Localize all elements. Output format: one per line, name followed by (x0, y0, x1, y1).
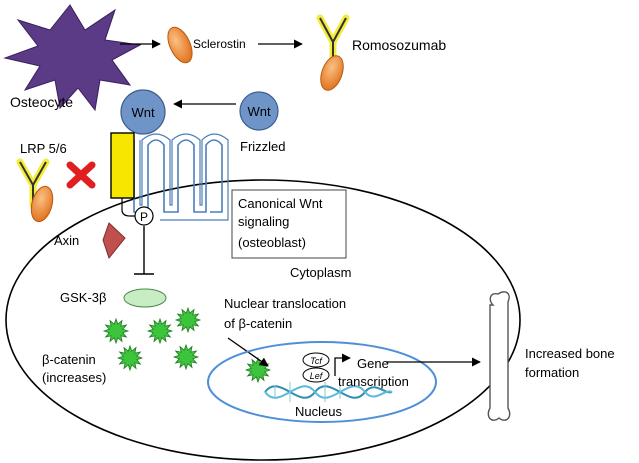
frizzled-receptor-outline (139, 133, 229, 221)
romosozumab-label: Romosozumab (352, 37, 446, 53)
tcf-label: Tcf (310, 356, 323, 366)
beta-catenin-icon (102, 317, 130, 345)
bone-line-2: formation (525, 365, 579, 380)
lef-label: Lef (310, 371, 324, 381)
dna-icon (264, 382, 393, 402)
canonical-line-3: (osteoblast) (238, 235, 306, 250)
cytoplasm-label: Cytoplasm (290, 265, 351, 280)
canonical-line-1: Canonical Wnt (238, 196, 323, 211)
beta-catenin-icon (174, 306, 202, 334)
osteocyte-label: Osteocyte (10, 94, 73, 110)
nucleus-label: Nucleus (295, 404, 342, 419)
phospho-label: P (140, 210, 148, 224)
translocation-line-1: Nuclear translocation (224, 296, 346, 311)
wnt-left-icon (120, 89, 166, 135)
gsk-icon (123, 288, 167, 308)
axin-icon (102, 222, 126, 260)
frizzled-receptor-icon (133, 139, 223, 213)
beta-catenin-line-1: β-catenin (42, 352, 96, 367)
lrp-receptor-bar (110, 132, 135, 199)
gene-line-2: transcription (338, 374, 409, 389)
wnt-right-label: Wnt (247, 104, 271, 119)
block-x-icon (66, 161, 96, 189)
gene-line-1: Gene (357, 356, 389, 371)
axin-label: Axin (54, 233, 79, 248)
frizzled-label: Frizzled (240, 139, 286, 154)
osteocyte-icon (3, 4, 142, 112)
lrp-blocking-antibody-icon (16, 158, 54, 223)
beta-catenin-icon (172, 343, 200, 371)
gsk-label: GSK-3β (60, 290, 107, 305)
canonical-line-2: signaling (238, 214, 289, 229)
tcf-icon (302, 352, 330, 368)
cell-outline (5, 179, 521, 461)
wnt-left-label: Wnt (131, 105, 155, 120)
beta-catenin-line-2: (increases) (42, 370, 106, 385)
bone-line-1: Increased bone (525, 346, 615, 361)
sclerostin-icon (167, 26, 193, 64)
canonical-wnt-box (231, 189, 347, 259)
romosozumab-icon (316, 14, 350, 91)
arrow-transcription-start (334, 353, 351, 376)
sclerostin-label: Sclerostin (193, 37, 246, 51)
beta-catenin-icon (116, 344, 144, 372)
lrp-label: LRP 5/6 (20, 141, 67, 156)
lef-icon (302, 367, 330, 383)
nucleus-outline (207, 341, 437, 423)
bone-icon (487, 291, 511, 421)
beta-catenin-icon (244, 356, 272, 384)
translocation-line-2: of β-catenin (224, 316, 292, 331)
wnt-right-icon (239, 91, 279, 131)
phospho-icon (134, 206, 154, 226)
beta-catenin-icon (146, 317, 174, 345)
